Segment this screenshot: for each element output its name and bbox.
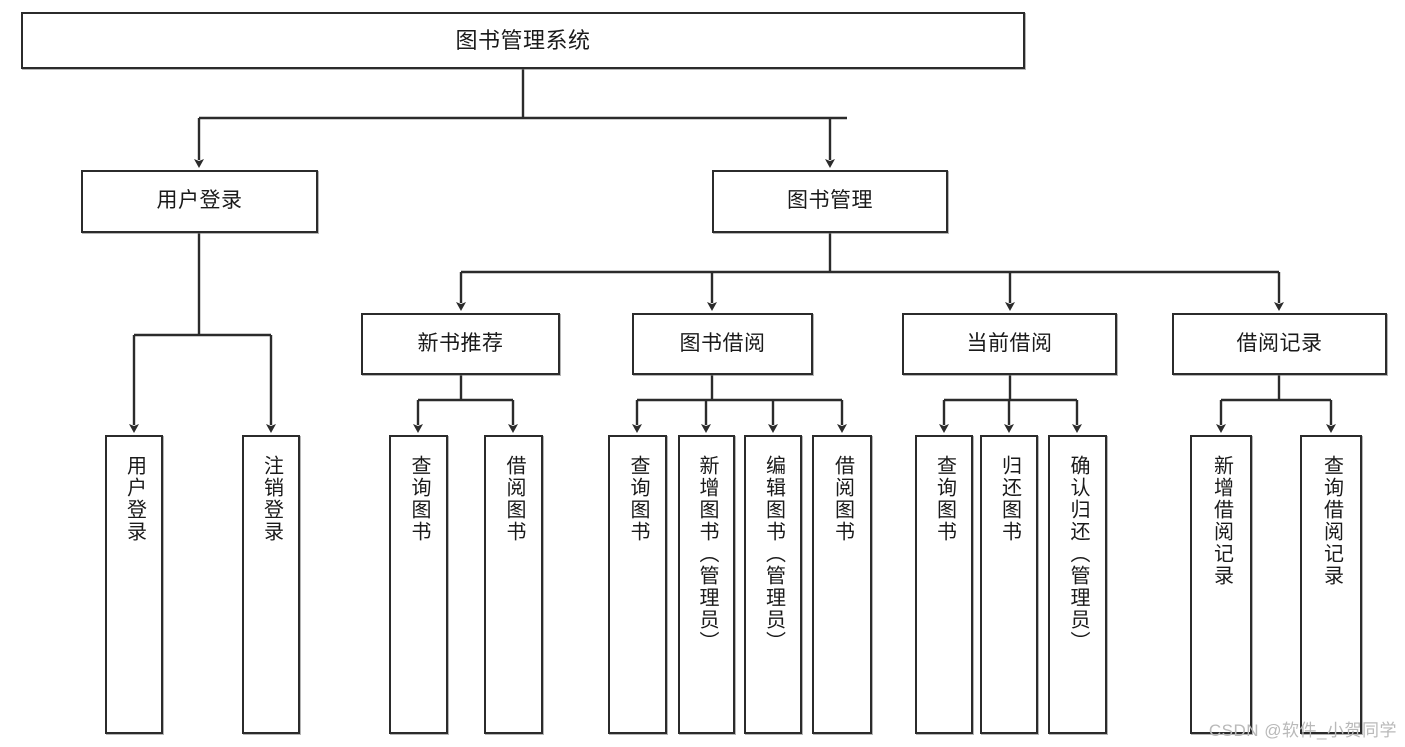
node-new-book-recommend-label: 新书推荐 <box>417 331 504 355</box>
node-leaf-confirm-return[interactable]: 确认归还（管理员） <box>1048 435 1107 734</box>
node-leaf-edit-book-label: 编辑图书（管理员） <box>762 455 785 653</box>
node-leaf-edit-book[interactable]: 编辑图书（管理员） <box>744 435 802 734</box>
node-leaf-query-record-label: 查询借阅记录 <box>1320 455 1343 587</box>
node-leaf-query-book-2[interactable]: 查询图书 <box>608 435 667 734</box>
node-leaf-borrow-book-1-label: 借阅图书 <box>503 455 525 543</box>
node-leaf-borrow-book-2-label: 借阅图书 <box>831 455 854 543</box>
node-leaf-return-book[interactable]: 归还图书 <box>980 435 1038 734</box>
node-current-borrow[interactable]: 当前借阅 <box>902 313 1117 375</box>
node-new-book-recommend[interactable]: 新书推荐 <box>361 313 560 375</box>
node-leaf-confirm-return-label: 确认归还（管理员） <box>1067 455 1089 653</box>
node-leaf-add-book[interactable]: 新增图书（管理员） <box>678 435 735 734</box>
node-leaf-logout-label: 注销登录 <box>260 455 283 543</box>
node-leaf-borrow-book-2[interactable]: 借阅图书 <box>812 435 872 734</box>
node-leaf-query-record[interactable]: 查询借阅记录 <box>1300 435 1362 734</box>
node-book-borrow-label: 图书借阅 <box>679 331 766 355</box>
node-borrow-records[interactable]: 借阅记录 <box>1172 313 1387 375</box>
node-leaf-query-book-3-label: 查询图书 <box>933 455 956 543</box>
node-leaf-add-record-label: 新增借阅记录 <box>1210 455 1233 587</box>
node-book-borrow[interactable]: 图书借阅 <box>632 313 813 375</box>
node-leaf-logout[interactable]: 注销登录 <box>242 435 300 734</box>
node-leaf-query-book-1[interactable]: 查询图书 <box>389 435 448 734</box>
node-leaf-borrow-book-1[interactable]: 借阅图书 <box>484 435 543 734</box>
node-leaf-user-login-label: 用户登录 <box>123 455 146 543</box>
node-leaf-query-book-1-label: 查询图书 <box>408 455 430 543</box>
node-leaf-add-book-label: 新增图书（管理员） <box>696 455 718 653</box>
node-borrow-records-label: 借阅记录 <box>1236 331 1323 355</box>
node-current-borrow-label: 当前借阅 <box>966 331 1053 355</box>
node-leaf-return-book-label: 归还图书 <box>998 455 1021 543</box>
node-leaf-add-record[interactable]: 新增借阅记录 <box>1190 435 1252 734</box>
node-book-management[interactable]: 图书管理 <box>712 170 948 233</box>
node-leaf-query-book-3[interactable]: 查询图书 <box>915 435 973 734</box>
node-book-management-label: 图书管理 <box>787 189 873 213</box>
node-leaf-user-login[interactable]: 用户登录 <box>105 435 163 734</box>
node-user-login[interactable]: 用户登录 <box>81 170 318 233</box>
watermark-text: CSDN @软件_小贺同学 <box>1208 721 1397 740</box>
node-root[interactable]: 图书管理系统 <box>21 12 1025 69</box>
node-root-label: 图书管理系统 <box>455 27 591 53</box>
node-user-login-label: 用户登录 <box>156 189 243 213</box>
node-leaf-query-book-2-label: 查询图书 <box>627 455 649 543</box>
